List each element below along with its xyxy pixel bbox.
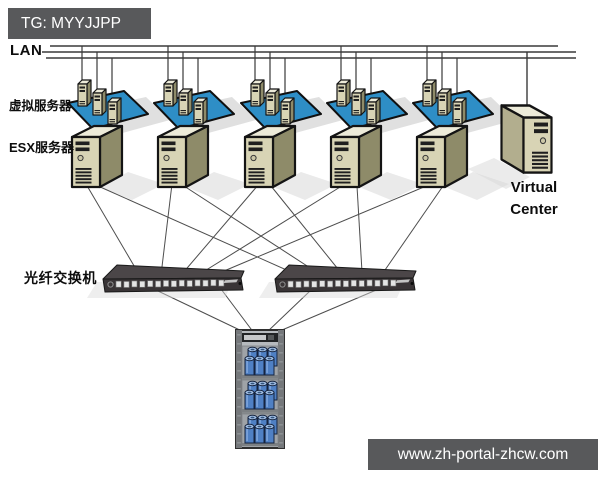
- drive-cylinder: [264, 389, 275, 410]
- switch-port: [350, 279, 357, 287]
- esx-servers-label: ESX服务器: [9, 140, 75, 155]
- esx-host-group-5: [412, 79, 515, 189]
- esx-tower-4: [329, 124, 383, 189]
- fiber-switch-2: [259, 264, 417, 298]
- vm-mini-tower: [178, 88, 193, 116]
- drive-cylinder: [244, 355, 255, 376]
- vm-mini-tower: [280, 97, 295, 125]
- vm-mini-tower: [351, 88, 366, 116]
- switch-port: [319, 280, 326, 288]
- vm-mini-tower: [265, 88, 280, 116]
- switch-port: [171, 280, 177, 288]
- esx-tower-1: [70, 124, 124, 189]
- esx-host-group-1: [67, 79, 170, 189]
- switch-port: [186, 280, 193, 287]
- storage-shelf-1: [241, 345, 279, 380]
- vm-mini-tower: [422, 79, 437, 107]
- switch-port: [311, 280, 318, 288]
- virtual-servers-label: 虚拟服务器: [9, 99, 72, 113]
- switch-port: [139, 280, 146, 288]
- vm-mini-tower: [366, 97, 381, 125]
- vm-platform: [240, 79, 343, 135]
- virtual-center-label-line1: Virtual: [510, 179, 558, 196]
- switch-port: [327, 280, 333, 288]
- virtual-center-label: Virtual Center: [498, 177, 570, 221]
- tg-badge: TG: MYYJJPP: [8, 8, 151, 39]
- network-links: [85, 183, 444, 334]
- switch-port: [210, 279, 217, 287]
- vm-mini-tower: [193, 97, 208, 125]
- switch-port: [147, 280, 154, 288]
- fiber-switch-label: 光纤交换机: [24, 270, 97, 286]
- links-host-3-to-switches: [181, 183, 343, 275]
- switch-port: [218, 279, 225, 287]
- virtual-center-label-line2: Center: [510, 200, 558, 218]
- fiber-switch-1: [87, 264, 245, 298]
- lan-label: LAN: [10, 42, 43, 59]
- drive-cylinder: [254, 389, 265, 410]
- storage-shelf-3: [241, 413, 279, 447]
- storage-shelf-2: [241, 379, 279, 414]
- switch-port: [163, 280, 169, 287]
- links-host-4-to-switches: [202, 183, 363, 273]
- switch-port: [374, 279, 381, 287]
- switch-port: [202, 279, 209, 287]
- links-switches-to-storage: [157, 287, 382, 334]
- switch-port: [303, 280, 310, 288]
- site-watermark: www.zh-portal-zhcw.com: [368, 439, 598, 470]
- switch-port: [123, 281, 130, 288]
- vm-mini-tower: [107, 97, 122, 125]
- storage-top-panel: [242, 333, 278, 342]
- esx-host-group-2: [153, 79, 256, 189]
- virtual-center-tower: [500, 104, 553, 174]
- switch-port: [358, 280, 365, 287]
- drive-cylinder: [254, 423, 265, 444]
- drive-cylinder: [254, 355, 265, 376]
- vm-mini-tower: [336, 79, 351, 107]
- vm-mini-tower: [452, 97, 467, 125]
- switch-port: [295, 281, 302, 288]
- switch-port: [343, 280, 349, 288]
- links-host-1-to-switches: [85, 183, 301, 277]
- switch-port: [131, 280, 138, 288]
- esx-host-group-3: [240, 79, 343, 189]
- esx-tower-5: [415, 124, 469, 189]
- esx-tower-3: [243, 124, 297, 189]
- vm-mini-tower: [77, 79, 92, 107]
- switch-port: [115, 280, 122, 288]
- vm-platform: [412, 79, 515, 135]
- vm-mini-tower: [163, 79, 178, 107]
- switch-port: [335, 280, 341, 287]
- drive-cylinder: [244, 389, 255, 410]
- switch-port: [366, 279, 373, 287]
- drive-cylinder: [264, 355, 275, 376]
- vm-mini-tower: [250, 79, 265, 107]
- switch-port: [194, 279, 201, 287]
- storage-array: [235, 329, 285, 449]
- links-host-5-to-switches: [223, 183, 444, 272]
- vm-mini-tower: [92, 88, 107, 116]
- switch-port: [287, 280, 294, 288]
- drive-cylinder: [244, 423, 255, 444]
- esx-host-group-4: [326, 79, 429, 189]
- switch-port: [155, 280, 161, 288]
- vm-mini-tower: [437, 88, 452, 116]
- esx-tower-2: [156, 124, 210, 189]
- switch-port: [382, 279, 389, 287]
- links-host-2-to-switches: [160, 183, 322, 276]
- drive-cylinder: [264, 423, 275, 444]
- switch-port: [390, 279, 397, 287]
- switch-port: [178, 279, 185, 287]
